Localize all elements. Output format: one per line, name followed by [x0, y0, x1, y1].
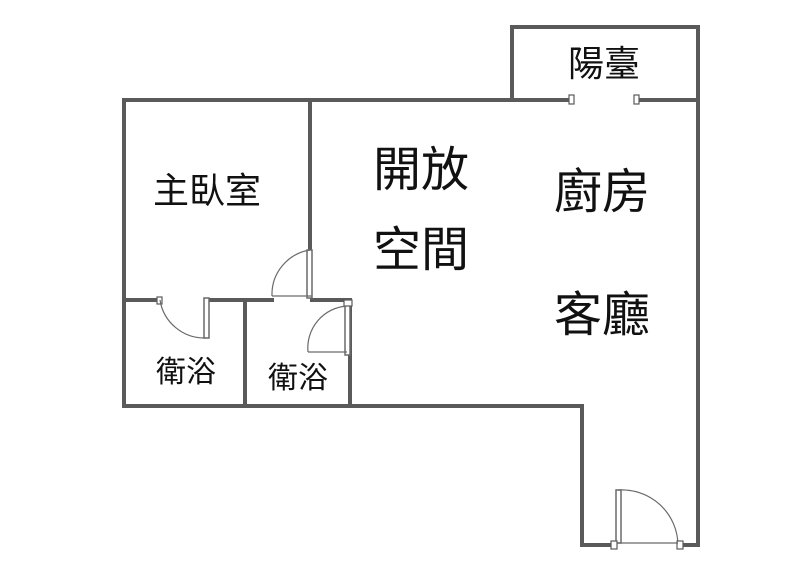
entry-jamb-left [610, 540, 618, 550]
bath2-door-leaf [344, 304, 351, 356]
walls [122, 25, 700, 547]
bedroom-door [271, 249, 313, 299]
bedroom-door-swing [271, 249, 311, 297]
label-bathroom-2: 衛浴 [268, 361, 328, 396]
bath1-door-swing [159, 299, 207, 339]
bath1-door-leaf [203, 297, 210, 339]
balcony-wall [510, 25, 700, 100]
bath2-door [307, 299, 353, 356]
bath2-jamb [343, 299, 353, 307]
balcony-opening [568, 94, 640, 105]
bath2-door-swing [307, 305, 348, 353]
entry-door-leaf [615, 489, 622, 544]
label-bathroom-1: 衛浴 [156, 355, 216, 390]
label-kitchen: 廚房 [554, 164, 650, 220]
balcony-jamb-right [633, 94, 640, 105]
label-open-space-line2: 空間 [373, 222, 469, 278]
step-wall [122, 404, 584, 547]
bedroom-door-leaf [306, 249, 313, 299]
entry-door-swing [617, 489, 679, 546]
entry-jamb-right [676, 540, 684, 550]
label-balcony: 陽臺 [568, 44, 640, 85]
bath1-door [156, 296, 210, 339]
label-master-bedroom: 主臥室 [153, 171, 261, 212]
balcony-jamb-left [568, 94, 575, 105]
label-living-room: 客廳 [554, 287, 650, 343]
label-open-space-line1: 開放 [373, 142, 469, 198]
entry-door [610, 489, 684, 550]
